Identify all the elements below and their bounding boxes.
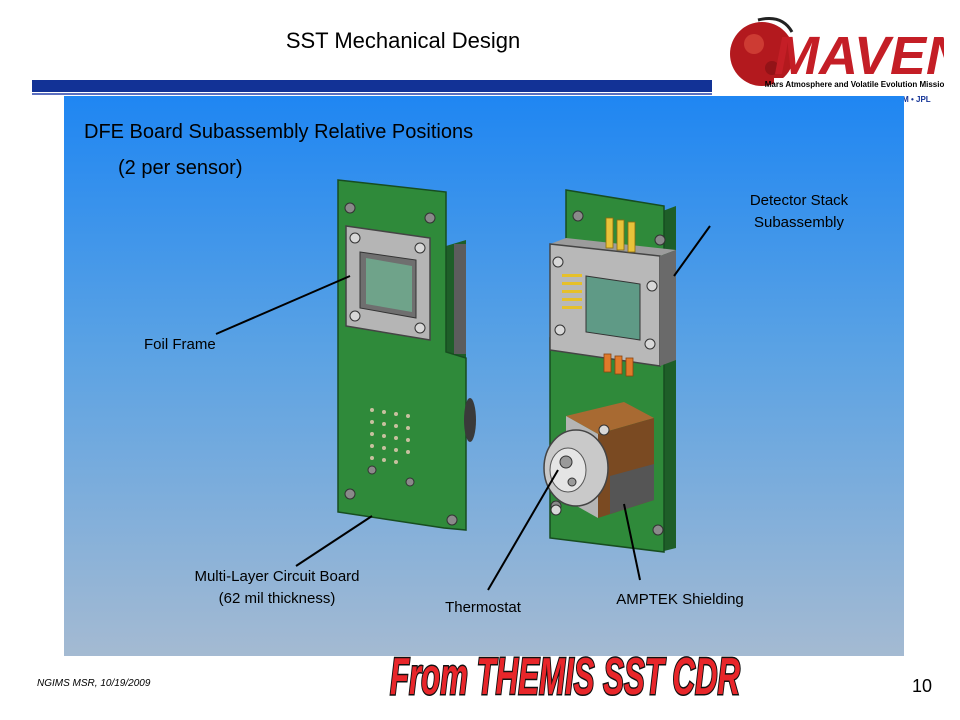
circuit-board-leader <box>295 515 373 567</box>
content-panel <box>64 96 904 656</box>
thermostat-leader <box>487 469 559 591</box>
foil-frame <box>345 225 431 341</box>
figure-heading: DFE Board Subassembly Relative Positions <box>84 121 474 143</box>
thermostat <box>543 424 610 516</box>
via-grid <box>370 408 410 464</box>
thermostat-label: Thermostat <box>445 599 521 616</box>
logo-wordmark: MAVEN <box>774 26 944 86</box>
slide-title: SST Mechanical Design <box>285 28 521 53</box>
logo-tagline: Mars Atmosphere and Volatile Evolution M… <box>765 80 944 89</box>
foil-frame-label: Foil Frame <box>144 336 216 353</box>
detector-stack-label: Detector Stack Subassembly <box>749 192 849 231</box>
themis-stamp: From THEMIS SST CDR <box>389 647 742 708</box>
left-dfe-board <box>337 179 476 531</box>
amptek-leader <box>623 503 641 581</box>
circuit-board-label: Multi-Layer Circuit Board (62 mil thickn… <box>194 568 360 607</box>
leader-lines <box>215 225 711 591</box>
footer-reference: NGIMS MSR, 10/19/2009 <box>37 678 151 689</box>
page-number: 10 <box>912 676 933 696</box>
detector-stack <box>549 238 676 367</box>
amptek-shielding-label: AMPTEK Shielding <box>616 591 744 608</box>
title-rule <box>32 80 712 92</box>
stamp-text: From THEMIS SST CDR <box>390 648 740 706</box>
figure-subheading: (2 per sensor) <box>118 157 243 179</box>
foil-frame-leader <box>215 275 351 335</box>
detector-stack-leader <box>673 225 711 277</box>
title-rule-thin <box>32 93 712 95</box>
right-dfe-board <box>543 189 676 553</box>
